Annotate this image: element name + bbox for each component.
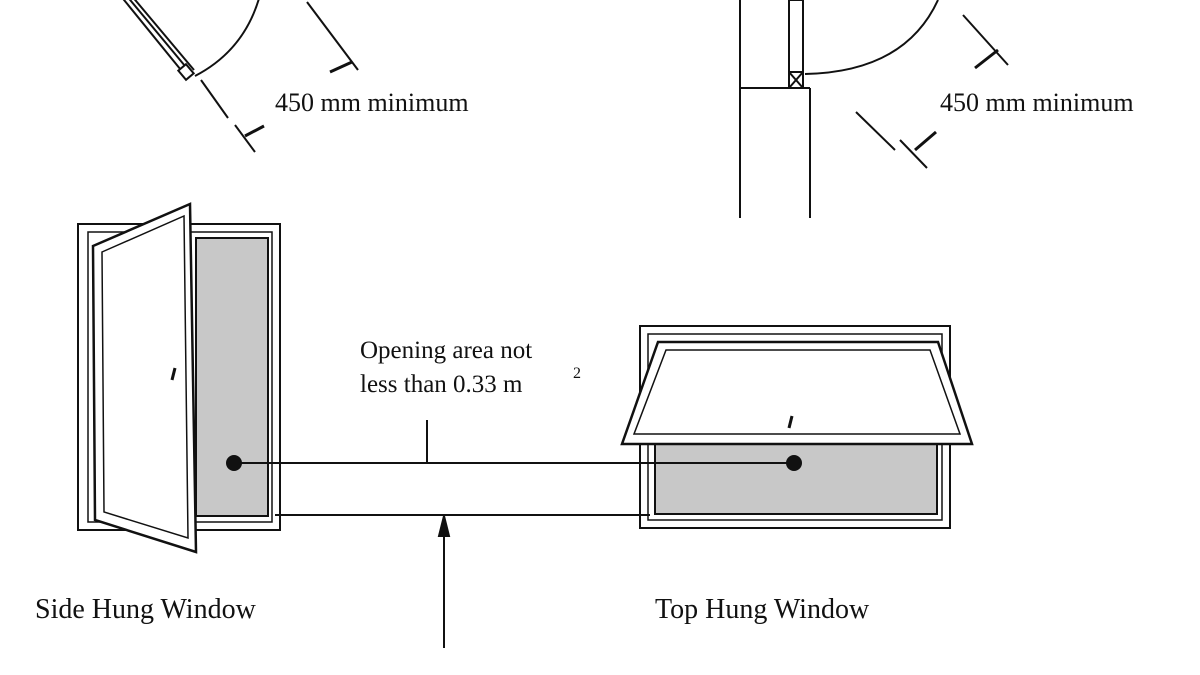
opening-area-line1: Opening area not bbox=[360, 337, 532, 364]
side-hung-caption: Side Hung Window bbox=[35, 594, 257, 625]
top-hung-centre-dot bbox=[786, 455, 802, 471]
top-hung-window bbox=[620, 325, 974, 529]
side-hung-window bbox=[77, 202, 281, 554]
top-hung-caption: Top Hung Window bbox=[655, 594, 870, 625]
right-dimension-label: 450 mm minimum bbox=[940, 88, 1134, 117]
opening-area-line2: less than 0.33 m bbox=[360, 371, 523, 398]
right-section-view bbox=[739, 0, 1009, 218]
top-hung-opening-glass bbox=[654, 443, 938, 515]
top-hung-handle bbox=[787, 415, 794, 429]
side-hung-handle bbox=[170, 367, 177, 381]
opening-area-superscript: 2 bbox=[573, 365, 581, 382]
side-hung-opening-glass bbox=[195, 237, 269, 517]
left-plan-view bbox=[122, 0, 359, 153]
side-hung-centre-dot bbox=[226, 455, 242, 471]
dimension-connectors bbox=[234, 420, 794, 648]
left-dimension-label: 450 mm minimum bbox=[275, 88, 469, 117]
